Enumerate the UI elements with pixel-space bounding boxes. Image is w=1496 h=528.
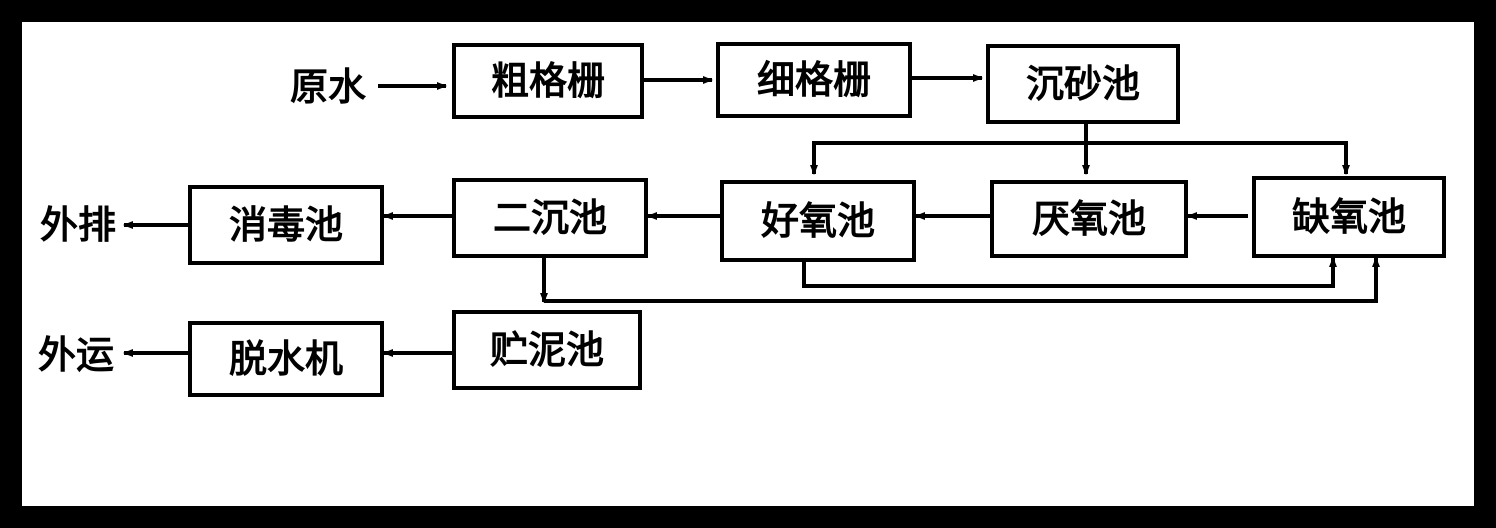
anaerobic-tank-node: 厌氧池	[990, 180, 1188, 258]
fine-screen-node: 细格栅	[716, 42, 912, 118]
secondary-clarifier-node: 二沉池	[452, 178, 648, 258]
sludge-storage-tank-node: 贮泥池	[452, 310, 642, 390]
coarse-screen-node: 粗格栅	[452, 43, 644, 119]
anoxic-tank-node: 缺氧池	[1252, 176, 1446, 258]
dewatering-machine-node: 脱水机	[188, 321, 384, 397]
aerobic-tank-node: 好氧池	[720, 180, 916, 262]
raw-water-label: 原水	[290, 65, 367, 109]
disinfection-tank-node: 消毒池	[188, 185, 384, 265]
recycle-aerobic-to-anoxic	[802, 257, 1337, 288]
transport-label: 外运	[38, 333, 115, 377]
grit-chamber-node: 沉砂池	[986, 44, 1180, 124]
discharge-label: 外排	[40, 203, 117, 247]
